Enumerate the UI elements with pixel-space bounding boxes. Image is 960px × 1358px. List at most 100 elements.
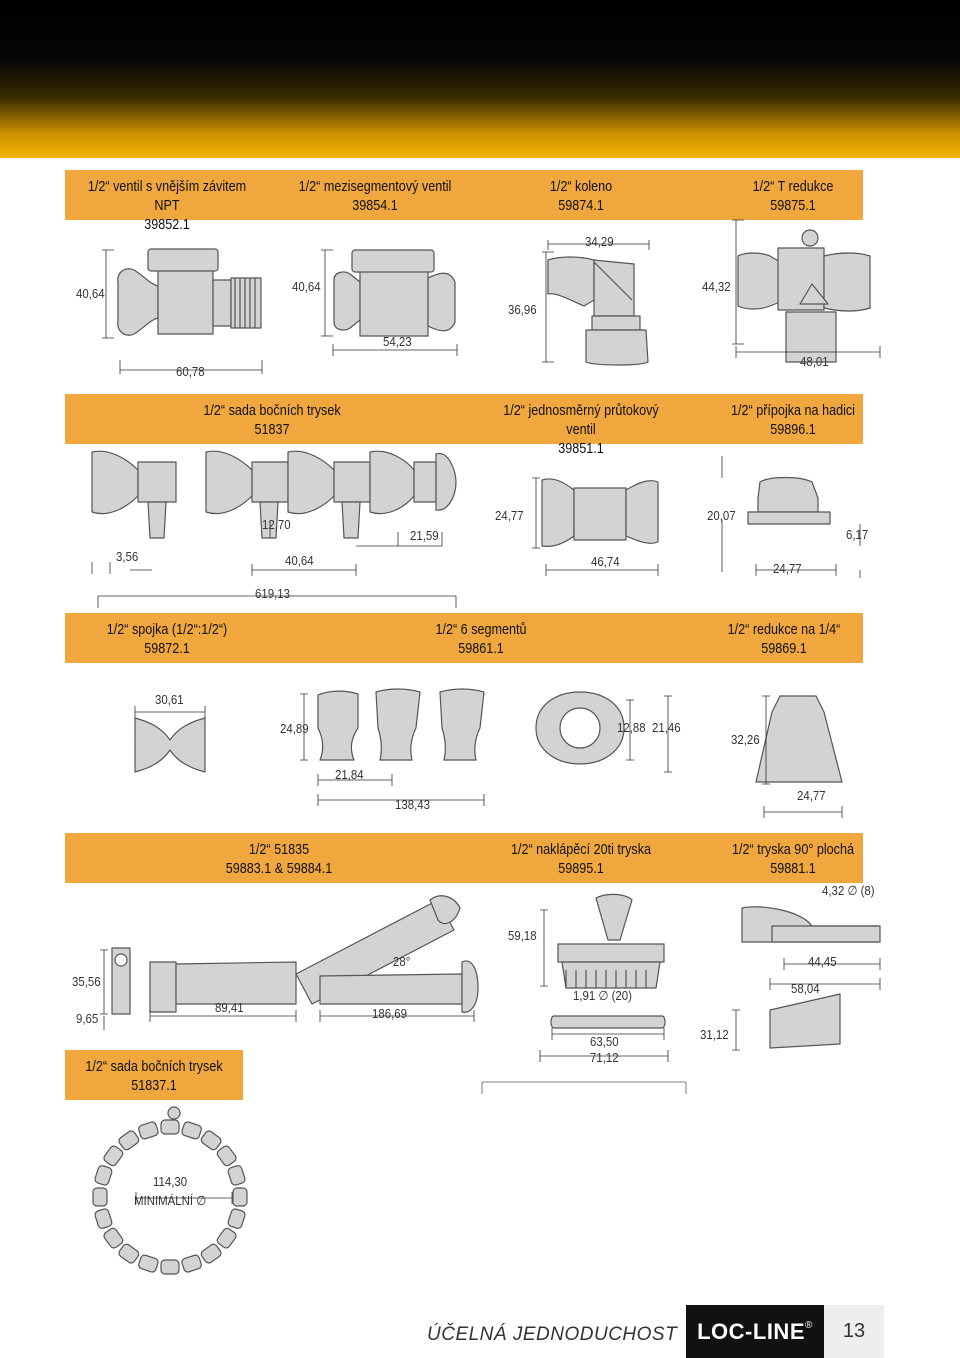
brand-logo: LOC-LINE® (686, 1305, 824, 1358)
ring-segment (103, 1145, 124, 1167)
t-reducer-drawing (737, 229, 871, 363)
ring-segment (118, 1243, 140, 1264)
dim-label: 40,64 (292, 279, 321, 294)
ring-segment (94, 1208, 113, 1229)
product-name: 1/2“ spojka (1/2“:1/2“) (106, 621, 228, 638)
dim-label: 71,12 (590, 1050, 619, 1065)
dim-label: 44,45 (808, 954, 837, 969)
flat-nozzle-drawing (741, 906, 881, 1049)
product-title: 1/2“ 51835 59883.1 & 59884.1 (195, 840, 363, 878)
product-code: 59875.1 (770, 197, 816, 214)
dim-label: 30,61 (155, 692, 184, 707)
product-code: 59896.1 (770, 421, 816, 438)
product-title: 1/2“ mezisegmentový ventil 39854.1 (291, 177, 459, 215)
dim-label: 24,89 (280, 721, 309, 736)
dim-label: 24,77 (495, 508, 524, 523)
product-name: 1/2“ naklápěcí 20ti tryska (510, 841, 652, 858)
ring-segment (118, 1130, 140, 1151)
dim-label: 58,04 (791, 981, 820, 996)
dim-label: 89,41 (215, 1000, 244, 1015)
title-bar-row5 (65, 1050, 243, 1100)
ring-segment (200, 1130, 222, 1151)
inter-segment-valve-drawing (333, 249, 456, 337)
registered-mark: ® (805, 1320, 813, 1331)
one-way-valve-drawing (541, 478, 659, 547)
dim-label: 59,18 (508, 928, 537, 943)
title-bar-row3 (65, 613, 863, 663)
product-code: 59861.1 (458, 640, 504, 657)
reducer-front-drawing (535, 691, 625, 765)
ring-segment (94, 1165, 113, 1186)
product-name: 1/2“ 6 segmentů (435, 621, 527, 638)
dim-label: 21,59 (410, 528, 439, 543)
dim-label: 21,84 (335, 767, 364, 782)
dim-label: 44,32 (702, 279, 731, 294)
reducer-cone-drawing (755, 695, 843, 783)
dim-label: 619,13 (255, 586, 290, 601)
product-name: 1/2“ přípojka na hadici (731, 402, 855, 419)
product-title: 1/2“ redukce na 1/4“ 59869.1 (700, 620, 868, 658)
dim-label: 6,17 (846, 527, 869, 542)
hose-connector-drawing (747, 476, 831, 525)
ring-segment (92, 1187, 108, 1207)
dim-label: 32,26 (731, 732, 760, 747)
dim-label: 35,56 (72, 974, 101, 989)
dim-label: 34,29 (585, 234, 614, 249)
product-name: 1/2“ sada bočních trysek (85, 1058, 223, 1075)
header-band (0, 0, 960, 158)
ring-segment (103, 1227, 124, 1249)
dim-label: 24,77 (773, 561, 802, 576)
dim-label: 4,32 ∅ (8) (822, 883, 875, 898)
product-code: 59872.1 (144, 640, 190, 657)
dim-label: 46,74 (591, 554, 620, 569)
dim-label: 12,70 (262, 517, 291, 532)
footer-slogan: ÚČELNÁ JEDNODUCHOST (427, 1324, 678, 1345)
product-name: 1/2“ 51835 (248, 841, 310, 858)
product-code: 59883.1 & 59884.1 (225, 860, 333, 877)
ring-segment (200, 1243, 222, 1264)
dim-label: 24,77 (797, 788, 826, 803)
product-title: 1/2“ spojka (1/2“:1/2“) 59872.1 (83, 620, 251, 658)
product-name: 1/2“ mezisegmentový ventil (298, 178, 452, 195)
dimension-lines (91, 219, 881, 1204)
dim-label: 63,50 (590, 1034, 619, 1049)
dim-label: 40,64 (285, 553, 314, 568)
dim-label: 114,30 (153, 1174, 188, 1189)
dim-label: 54,23 (383, 334, 412, 349)
nozzle-ring-drawing (92, 1106, 248, 1275)
product-name: 1/2“ redukce na 1/4“ (727, 621, 841, 638)
title-bar-row2 (65, 394, 863, 444)
product-code: 39851.1 (558, 440, 604, 457)
product-code: 39852.1 (144, 216, 190, 233)
ring-segment (181, 1254, 202, 1273)
dim-label: 12,88 (617, 720, 646, 735)
product-title: 1/2“ přípojka na hadici 59896.1 (709, 401, 877, 439)
dim-label: 138,43 (395, 797, 430, 812)
dim-label: 31,12 (700, 1027, 729, 1042)
product-name: 1/2“ T redukce (752, 178, 834, 195)
elbow-drawing (547, 256, 649, 366)
ring-segment (216, 1145, 237, 1167)
ring-segment (138, 1121, 159, 1140)
product-code: 59874.1 (558, 197, 604, 214)
product-code: 59869.1 (761, 640, 807, 657)
dim-label: 186,69 (372, 1006, 407, 1021)
product-code: 59881.1 (770, 860, 816, 877)
product-code: 59895.1 (558, 860, 604, 877)
page-number: 13 (824, 1305, 884, 1358)
product-name: 1/2“ koleno (549, 178, 613, 195)
dim-label: MINIMÁLNÍ ∅ (134, 1193, 207, 1208)
ring-segment (181, 1121, 202, 1140)
ring-segment (160, 1119, 180, 1135)
dim-label: 48,01 (800, 354, 829, 369)
product-code: 39854.1 (352, 197, 398, 214)
dim-label: 3,56 (116, 549, 139, 564)
product-title: 1/2“ T redukce 59875.1 (709, 177, 877, 215)
brand-name: LOC-LINE (697, 1319, 805, 1344)
title-bar-row1 (65, 170, 863, 220)
